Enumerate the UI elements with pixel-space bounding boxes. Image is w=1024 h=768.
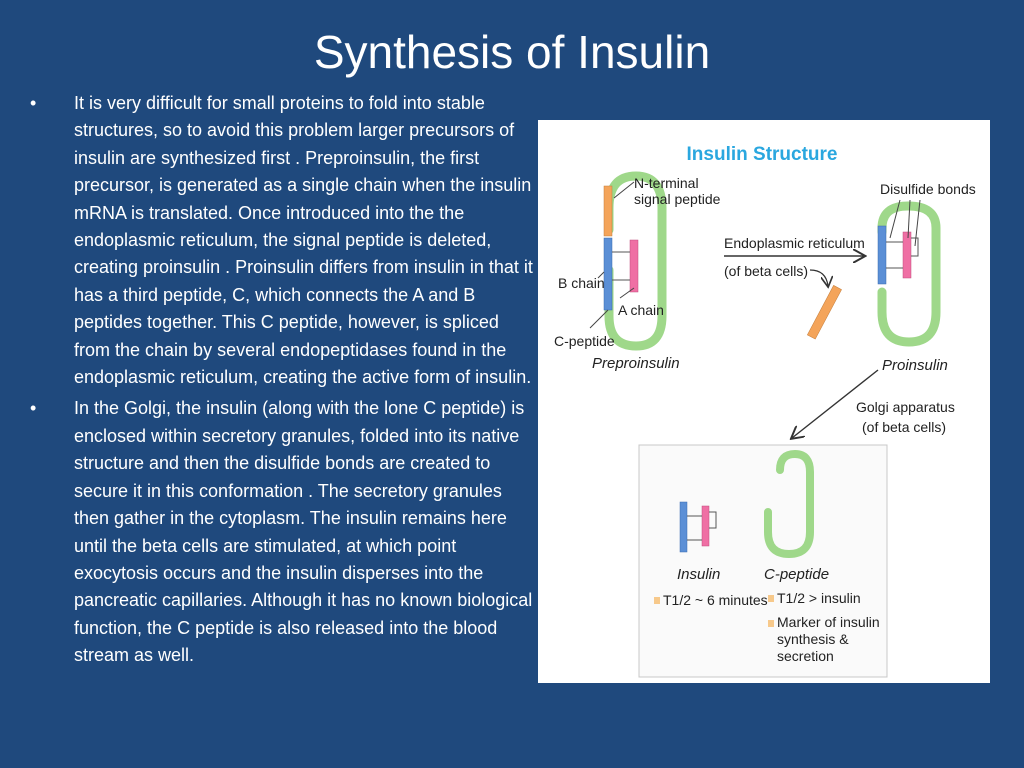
golgi-transition: Golgi apparatus (of beta cells) (792, 369, 955, 438)
legend-square (768, 595, 774, 602)
label-marker-3: secretion (777, 648, 834, 664)
label-a-chain: A chain (618, 302, 664, 318)
label-er: Endoplasmic reticulum (724, 235, 865, 251)
label-golgi: Golgi apparatus (856, 399, 955, 415)
c-peptide-loop (877, 201, 941, 347)
bullet-item: • It is very difficult for small protein… (30, 90, 536, 391)
label-golgi-beta: (of beta cells) (862, 419, 946, 435)
insulin-b-chain (679, 501, 688, 553)
c-peptide-loop (604, 171, 667, 351)
label-c-peptide-final: C-peptide (764, 566, 829, 583)
cleaved-signal-peptide (806, 285, 842, 340)
b-chain-bar (877, 225, 887, 285)
golgi-arrow (792, 369, 879, 438)
bullet-marker: • (30, 93, 37, 113)
label-insulin-half-life: T1/2 ~ 6 minutes (663, 592, 768, 608)
er-transition: Endoplasmic reticulum (of beta cells) (724, 235, 865, 340)
golgi-output-frame (638, 444, 888, 678)
bullet-item: • In the Golgi, the insulin (along with … (30, 395, 536, 669)
signal-peptide-bar (603, 185, 613, 237)
label-n-terminal: N-terminal (634, 175, 699, 191)
figure-title: Insulin Structure (687, 144, 838, 165)
pointer-line (589, 309, 609, 329)
label-insulin: Insulin (677, 566, 720, 583)
label-proinsulin: Proinsulin (882, 357, 948, 374)
label-marker-1: Marker of insulin (777, 614, 880, 630)
label-disulfide: Disulfide bonds (880, 181, 976, 197)
a-chain-bar (629, 239, 639, 293)
insulin-a-chain (701, 505, 710, 547)
bullet-marker: • (30, 398, 37, 419)
legend-square (654, 597, 660, 604)
label-c-peptide: C-peptide (554, 333, 615, 349)
pointer-line (597, 271, 605, 279)
bullet-text: In the Golgi, the insulin (along with th… (74, 398, 533, 666)
label-marker-2: synthesis & (777, 631, 849, 647)
final-products-box: Insulin C-peptide T1/2 ~ 6 minutes T1/2 … (638, 444, 888, 678)
pointer-line (613, 181, 635, 199)
label-preproinsulin: Preproinsulin (592, 355, 680, 372)
c-peptide-free (764, 449, 814, 559)
slide-title: Synthesis of Insulin (313, 26, 711, 78)
cleavage-arrow (809, 269, 828, 286)
legend-square (768, 620, 774, 627)
label-er-beta: (of beta cells) (724, 263, 808, 279)
preproinsulin-diagram: N-terminal signal peptide B chain A chai… (554, 171, 721, 372)
pointer-line (619, 287, 635, 299)
bullet-list: • It is very difficult for small protein… (30, 90, 536, 674)
label-signal-peptide: signal peptide (634, 191, 721, 207)
label-c-half-life: T1/2 > insulin (777, 590, 861, 606)
label-b-chain: B chain (558, 275, 605, 291)
proinsulin-diagram: Disulfide bonds Proinsulin (877, 181, 976, 374)
insulin-diagram: Insulin Structure N-terminal signal pept… (554, 144, 976, 678)
b-chain-bar (603, 237, 613, 311)
bullet-text: It is very difficult for small proteins … (74, 93, 533, 388)
insulin-structure-figure: Insulin Structure N-terminal signal pept… (538, 120, 990, 683)
a-chain-bar (902, 231, 912, 279)
